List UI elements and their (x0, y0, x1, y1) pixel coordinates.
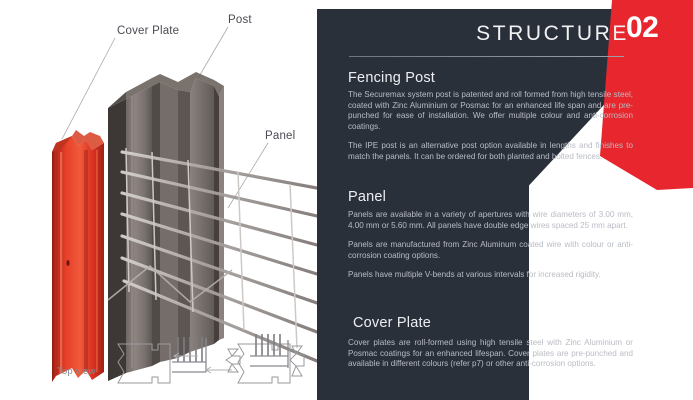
paragraph: The IPE post is an alternative post opti… (348, 141, 633, 161)
section-body-fencing-post: The Securemax system post is patented an… (348, 90, 633, 163)
section-heading-panel: Panel (348, 189, 387, 205)
paragraph: Panels are available in a variety of ape… (348, 210, 633, 230)
section-heading-fencing-post: Fencing Post (348, 70, 436, 86)
top-view-right-post-profile (237, 343, 291, 384)
paragraph: The Securemax system post is patented an… (348, 90, 633, 131)
paragraph: Cover plates are roll-formed using high … (348, 338, 633, 369)
page-number: 02 (626, 11, 659, 44)
paragraph: Panels have multiple V-bends at various … (348, 270, 601, 280)
wire-mesh-panel (107, 147, 317, 363)
section-heading-cover-plate: Cover Plate (353, 315, 431, 331)
paragraph: Panels are manufactured from Zinc Alumin… (348, 240, 633, 260)
fence-assembly-illustration (52, 26, 317, 384)
title-divider (349, 56, 624, 57)
callout-label-cover-plate: Cover Plate (117, 25, 180, 37)
top-view-right-mesh (255, 334, 281, 356)
top-view-left-cover-plate (225, 348, 241, 373)
page-title: STRUCTURE (476, 22, 629, 45)
callout-label-post: Post (228, 14, 252, 26)
top-view-left-post-profile (117, 343, 171, 384)
top-view-right-cover-plate (289, 345, 305, 377)
top-view-caption: Top view (57, 366, 96, 377)
top-view-diagrams (117, 334, 305, 384)
callout-label-panel: Panel (265, 130, 296, 142)
section-body-cover-plate: Cover plates are roll-formed using high … (348, 338, 633, 370)
illustration-panel: Cover Plate Post Panel Top view (0, 0, 317, 400)
red-corner-accent (600, 0, 693, 190)
red-cover-plate-part (52, 130, 104, 382)
section-body-panel: Panels are available in a variety of ape… (348, 210, 633, 281)
content-panel: 02 STRUCTURE Fencing Post The Securemax … (317, 0, 693, 400)
